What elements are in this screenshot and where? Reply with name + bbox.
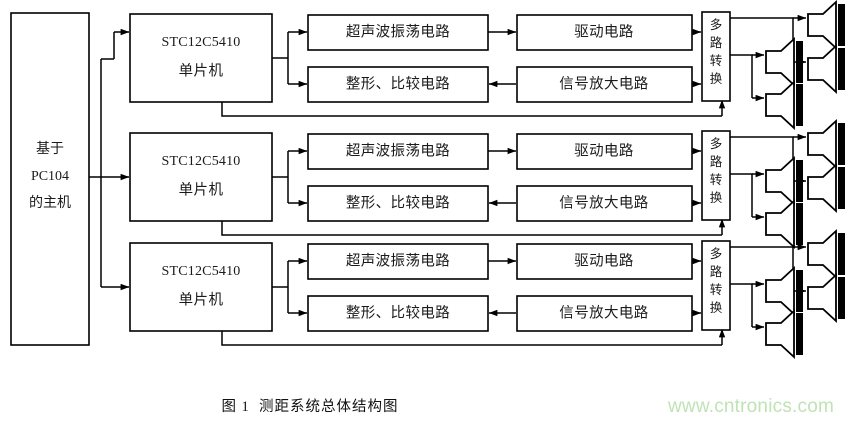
transducer-1-1[interactable] <box>807 0 845 51</box>
channel-3: STC12C5410 单片机 超声波振荡电路 整形、比较电路 驱动电路 信号放大… <box>129 228 845 360</box>
mcu-block-2-label-line1: STC12C5410 <box>161 154 240 169</box>
host-block[interactable]: 基于 PC104 的主机 <box>10 12 90 346</box>
transducer-3-4[interactable] <box>765 308 803 360</box>
mux-block-3-char-2: 转 <box>710 282 723 297</box>
transducer-3-3[interactable] <box>765 265 803 317</box>
driver-block-1[interactable]: 驱动电路 <box>516 14 693 51</box>
mux-block-1-char-3: 换 <box>710 72 723 86</box>
host-label-line3: 的主机 <box>29 195 71 211</box>
mcu-block-1-label-line1: STC12C5410 <box>161 35 240 50</box>
mcu-block-3[interactable]: STC12C5410 单片机 <box>129 242 273 332</box>
transducer-3-1[interactable] <box>807 228 845 280</box>
shaping-block-2-label: 整形、比较电路 <box>346 193 450 211</box>
amplifier-block-3[interactable]: 信号放大电路 <box>516 295 693 332</box>
watermark-text: www.cntronics.com <box>668 396 834 417</box>
mux-block-1-rect <box>701 11 731 102</box>
amplifier-block-2-label: 信号放大电路 <box>559 194 648 211</box>
shaping-block-1[interactable]: 整形、比较电路 <box>307 66 489 103</box>
shaping-block-3-label: 整形、比较电路 <box>346 303 450 321</box>
transducer-1-2[interactable] <box>807 43 845 95</box>
mux-block-1[interactable]: 多 路 转 换 <box>701 11 731 102</box>
mux-block-2-char-2: 转 <box>710 172 723 187</box>
driver-block-2-label: 驱动电路 <box>574 142 634 159</box>
amplifier-block-3-label: 信号放大电路 <box>559 304 648 321</box>
shaping-block-3[interactable]: 整形、比较电路 <box>307 295 489 332</box>
shaping-block-2[interactable]: 整形、比较电路 <box>307 185 489 222</box>
transducer-3-2[interactable] <box>807 272 845 324</box>
oscillator-block-1-rect <box>307 14 489 51</box>
driver-block-3-label: 驱动电路 <box>574 252 634 269</box>
mux3-inner-trunk <box>730 283 753 327</box>
channel-2: STC12C5410 单片机 超声波振荡电路 整形、比较电路 驱动电路 信号放大… <box>129 118 845 250</box>
driver-block-2-rect <box>516 133 693 170</box>
mcu3-control-bus <box>221 331 722 346</box>
mux2-inner-trunk <box>730 173 753 217</box>
driver-block-3[interactable]: 驱动电路 <box>516 243 693 280</box>
mcu-block-2-label-line2: 单片机 <box>179 181 224 198</box>
driver-block-2[interactable]: 驱动电路 <box>516 133 693 170</box>
oscillator-block-3[interactable]: 超声波振荡电路 <box>307 243 489 280</box>
transducer-2-3[interactable] <box>765 155 803 207</box>
driver-block-1-rect <box>516 14 693 51</box>
mux-block-3-char-3: 换 <box>710 301 723 315</box>
shaping-block-3-rect <box>307 295 489 332</box>
shaping-block-1-label: 整形、比较电路 <box>346 74 450 92</box>
mux-block-1-char-1: 路 <box>710 35 723 50</box>
mux-block-2[interactable]: 多 路 转 换 <box>701 130 731 221</box>
mcu-block-2-rect <box>129 132 273 222</box>
mux-block-2-char-1: 路 <box>710 154 723 169</box>
host-label-line1: 基于 <box>36 140 64 157</box>
amplifier-block-2[interactable]: 信号放大电路 <box>516 185 693 222</box>
mcu-block-1[interactable]: STC12C5410 单片机 <box>129 13 273 103</box>
amplifier-block-3-rect <box>516 295 693 332</box>
oscillator-block-2[interactable]: 超声波振荡电路 <box>307 133 489 170</box>
mux-block-3-char-1: 路 <box>710 264 723 279</box>
mux-block-2-rect <box>701 130 731 221</box>
transducer-2-1[interactable] <box>807 118 845 170</box>
oscillator-block-3-rect <box>307 243 489 280</box>
mcu-block-3-label-line2: 单片机 <box>179 291 224 308</box>
mux-block-3-rect <box>701 240 731 331</box>
driver-block-1-label: 驱动电路 <box>574 23 634 40</box>
mux-block-1-char-2: 转 <box>710 53 723 68</box>
channel-1: STC12C5410 单片机 超声波振荡电路 整形、比较电路 驱动电路 信号放大… <box>129 0 845 131</box>
transducer-2-2[interactable] <box>807 162 845 214</box>
mcu-block-1-label-line2: 单片机 <box>179 62 224 79</box>
oscillator-block-2-rect <box>307 133 489 170</box>
host-block-rect <box>10 12 90 346</box>
mcu-block-3-rect <box>129 242 273 332</box>
transducer-2-4[interactable] <box>765 198 803 250</box>
transducer-1-4[interactable] <box>765 79 803 131</box>
mcu-block-1-rect <box>129 13 273 103</box>
mux-block-2-char-0: 多 <box>710 137 723 151</box>
figure-caption: 图 1 测距系统总体结构图 <box>221 399 399 415</box>
mux1-inner-trunk <box>730 54 753 98</box>
shaping-block-1-rect <box>307 66 489 103</box>
oscillator-block-2-label: 超声波振荡电路 <box>346 141 450 159</box>
amplifier-block-1-label: 信号放大电路 <box>559 75 648 92</box>
mcu-block-2[interactable]: STC12C5410 单片机 <box>129 132 273 222</box>
mux-block-3-char-0: 多 <box>710 247 723 261</box>
amplifier-block-1-rect <box>516 66 693 103</box>
mux-block-1-char-0: 多 <box>710 18 723 32</box>
amplifier-block-1[interactable]: 信号放大电路 <box>516 66 693 103</box>
host-label-line2: PC104 <box>31 169 69 184</box>
oscillator-block-1[interactable]: 超声波振荡电路 <box>307 14 489 51</box>
mcu2-control-bus <box>221 221 722 236</box>
oscillator-block-1-label: 超声波振荡电路 <box>346 22 450 40</box>
mcu1-control-bus <box>221 102 722 117</box>
oscillator-block-3-label: 超声波振荡电路 <box>346 251 450 269</box>
mux-block-3[interactable]: 多 路 转 换 <box>701 240 731 331</box>
mcu-block-3-label-line1: STC12C5410 <box>161 264 240 279</box>
shaping-block-2-rect <box>307 185 489 222</box>
mux-block-2-char-3: 换 <box>710 191 723 205</box>
host-bus-wires <box>89 28 130 291</box>
transducer-1-3[interactable] <box>765 36 803 88</box>
amplifier-block-2-rect <box>516 185 693 222</box>
